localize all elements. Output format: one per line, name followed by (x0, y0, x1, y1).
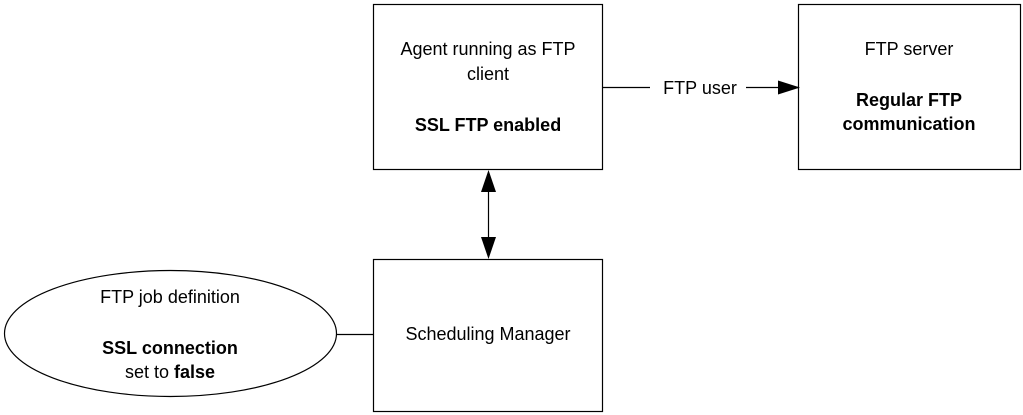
edge-agent-manager (481, 170, 496, 259)
ftp-job-definition-ellipse: FTP job definition SSL connection set to… (3, 269, 338, 398)
edge-agent-manager-arrow-up (481, 170, 496, 192)
agent-box-line1: Agent running as FTP (400, 39, 575, 59)
edge-agent-to-server-label: FTP user (663, 78, 737, 98)
ftp-job-definition-line3-value: false (174, 362, 215, 382)
ftp-server-box-line3: communication (842, 114, 975, 134)
agent-box-line2: client (467, 64, 509, 84)
scheduling-manager-box-shape (372, 258, 604, 413)
scheduling-manager-box: Scheduling Manager (372, 258, 604, 413)
ftp-job-definition-line2: SSL connection (102, 338, 238, 358)
ftp-server-box-shape (797, 3, 1022, 171)
ftp-server-box-line2: Regular FTP (856, 90, 962, 110)
edge-agent-manager-arrow-down (481, 237, 496, 259)
agent-box-shape (372, 3, 604, 171)
ftp-job-definition-shape (3, 269, 338, 398)
ftp-job-definition-line3-prefix: set to (125, 362, 174, 382)
ftp-server-box-line1: FTP server (865, 39, 954, 59)
edge-agent-to-server: FTP user (603, 78, 800, 98)
ftp-job-definition-line3: set to false (125, 362, 215, 382)
agent-box-line3: SSL FTP enabled (415, 115, 561, 135)
scheduling-manager-box-label: Scheduling Manager (405, 324, 570, 344)
ftp-job-definition-line1: FTP job definition (100, 287, 240, 307)
ftp-server-box: FTP server Regular FTP communication (797, 3, 1022, 171)
agent-box: Agent running as FTP client SSL FTP enab… (372, 3, 604, 171)
